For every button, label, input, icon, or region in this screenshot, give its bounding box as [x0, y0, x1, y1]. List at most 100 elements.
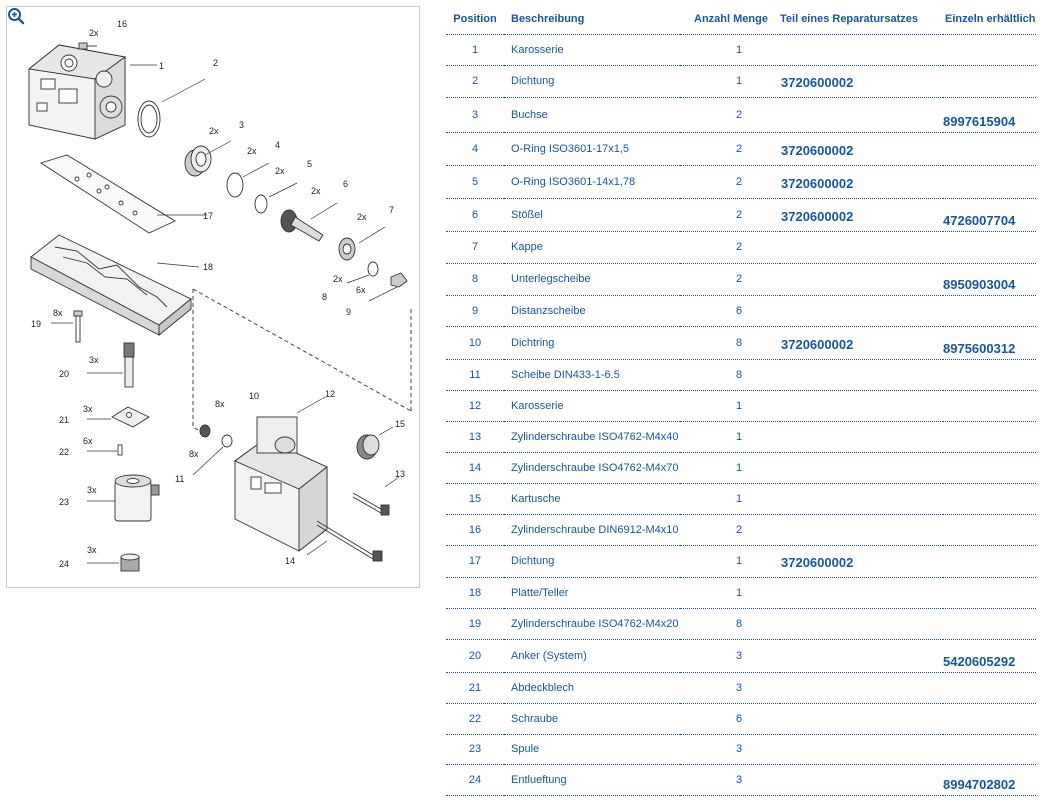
- header-quantity: Anzahl Menge: [680, 4, 780, 35]
- callout-14: 14: [285, 556, 295, 566]
- repair-kit-link[interactable]: 3720600002: [781, 336, 854, 352]
- multiplier-24: 3x: [87, 545, 97, 555]
- part-1-body: [27, 44, 127, 140]
- multiplier-16: 2x: [89, 28, 99, 38]
- cell-description: O-Ring ISO3601-14x1,78: [504, 165, 680, 199]
- cell-quantity: 6: [680, 703, 780, 735]
- multiplier-3: 2x: [209, 126, 219, 136]
- part-19-screw: [73, 310, 83, 343]
- cell-position: 1: [446, 34, 504, 66]
- single-part-link[interactable]: 8950903004: [943, 276, 1016, 292]
- zoom-in-icon[interactable]: [7, 7, 25, 25]
- cell-position: 21: [446, 672, 504, 704]
- part-3-bushing: [184, 145, 212, 177]
- multiplier-22: 6x: [83, 436, 93, 446]
- cell-repair-kit: 3720600002: [780, 65, 943, 98]
- cell-position: 23: [446, 734, 504, 765]
- cell-position: 10: [446, 326, 504, 360]
- multiplier-8: 2x: [333, 274, 343, 284]
- cell-position: 8: [446, 263, 504, 296]
- cell-position: 24: [446, 764, 504, 796]
- part-12-body: [234, 416, 328, 552]
- callout-21: 21: [59, 415, 69, 425]
- single-part-link[interactable]: 4726007704: [943, 212, 1016, 228]
- callout-8: 8: [322, 292, 327, 302]
- callout-16: 16: [117, 19, 127, 29]
- cell-single: [943, 703, 1036, 735]
- single-part-link[interactable]: 8975600312: [943, 340, 1016, 356]
- cell-quantity: 1: [680, 545, 780, 578]
- callout-5: 5: [307, 159, 312, 169]
- callout-10: 10: [249, 391, 259, 401]
- callout-2: 2: [213, 58, 218, 68]
- part-4-oring: [226, 172, 244, 198]
- cell-description: Dichtring: [504, 326, 680, 360]
- part-22-screw: [117, 444, 123, 456]
- repair-kit-link[interactable]: 3720600002: [781, 175, 854, 191]
- cell-quantity: 8: [680, 608, 780, 640]
- cell-quantity: 2: [680, 97, 780, 133]
- cell-single: [943, 483, 1036, 515]
- cell-repair-kit: [780, 231, 943, 264]
- repair-kit-link[interactable]: 3720600002: [781, 554, 854, 570]
- repair-kit-link[interactable]: 3720600002: [781, 208, 854, 224]
- part-21-cover: [111, 406, 150, 428]
- cell-description: Kartusche: [504, 483, 680, 515]
- part-5-oring: [254, 194, 268, 214]
- cell-repair-kit: [780, 34, 943, 66]
- cell-description: Schraube: [504, 703, 680, 735]
- repair-kit-link[interactable]: 3720600002: [781, 142, 854, 158]
- cell-repair-kit: [780, 263, 943, 296]
- cell-quantity: 2: [680, 231, 780, 264]
- cell-quantity: 1: [680, 483, 780, 515]
- cell-position: 14: [446, 452, 504, 484]
- cell-single: [943, 65, 1036, 98]
- part-17-gasket: [39, 154, 176, 234]
- single-part-link[interactable]: 8994702802: [943, 776, 1016, 792]
- callout-4: 4: [275, 140, 280, 150]
- repair-kit-link[interactable]: 3720600002: [781, 74, 854, 90]
- cell-position: 15: [446, 483, 504, 515]
- exploded-view-drawing: 1 2 3 4 5 6 7 8 9 10 11 12 13 14 15 16 1…: [6, 6, 420, 588]
- cell-description: Zylinderschraube ISO4762-M4x40: [504, 421, 680, 453]
- cell-quantity: 2: [680, 132, 780, 166]
- single-part-link[interactable]: 5420605292: [943, 653, 1016, 669]
- cell-description: Entlueftung: [504, 764, 680, 796]
- callout-7: 7: [389, 205, 394, 215]
- cell-position: 17: [446, 545, 504, 578]
- cell-description: Zylinderschraube ISO4762-M4x20: [504, 608, 680, 640]
- header-repair-kit: Teil eines Reparatursatzes: [780, 4, 943, 35]
- callout-23: 23: [59, 497, 69, 507]
- part-10-seal: [199, 424, 211, 438]
- cell-repair-kit: [780, 639, 943, 673]
- cell-single: [943, 577, 1036, 609]
- cell-single: 8950903004: [943, 263, 1036, 296]
- header-description: Beschreibung: [504, 4, 680, 35]
- cell-position: 3: [446, 97, 504, 133]
- cell-single: [943, 421, 1036, 453]
- parts-table: Position Beschreibung Anzahl Menge Teil …: [446, 4, 1036, 796]
- cell-quantity: 3: [680, 639, 780, 673]
- part-9-spacer: [390, 272, 408, 288]
- callout-11: 11: [175, 474, 184, 484]
- cell-position: 20: [446, 639, 504, 673]
- multiplier-7: 2x: [357, 212, 367, 222]
- single-part-link[interactable]: 8997615904: [943, 113, 1016, 129]
- cell-quantity: 8: [680, 359, 780, 391]
- cell-description: Anker (System): [504, 639, 680, 673]
- header-position: Position: [446, 4, 504, 35]
- cell-quantity: 1: [680, 34, 780, 66]
- cell-quantity: 3: [680, 764, 780, 796]
- cell-quantity: 3: [680, 734, 780, 765]
- callout-20: 20: [59, 369, 69, 379]
